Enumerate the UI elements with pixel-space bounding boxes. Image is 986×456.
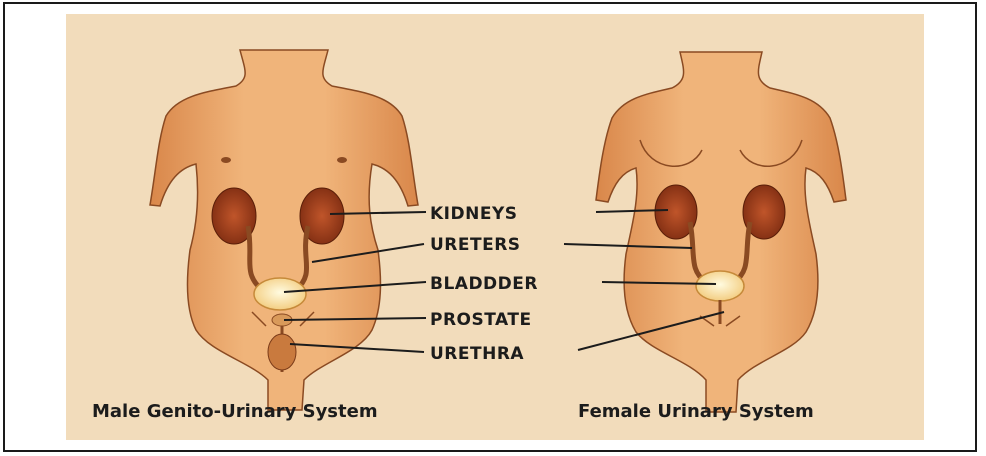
label-urethra: URETHRA (430, 344, 524, 364)
female-bladder (696, 271, 744, 301)
label-kidneys: KIDNEYS (430, 204, 518, 224)
label-prostate: PROSTATE (430, 310, 532, 330)
male-nipple-left (221, 157, 231, 163)
label-ureters: URETERS (430, 235, 521, 255)
caption-male: Male Genito-Urinary System (92, 401, 378, 422)
male-genital (268, 334, 296, 370)
male-bladder (254, 278, 306, 310)
female-figure (596, 52, 846, 412)
male-figure (150, 50, 418, 410)
male-nipple-right (337, 157, 347, 163)
caption-female: Female Urinary System (578, 401, 814, 422)
female-body (596, 52, 846, 412)
label-bladder: BLADDDER (430, 274, 538, 294)
